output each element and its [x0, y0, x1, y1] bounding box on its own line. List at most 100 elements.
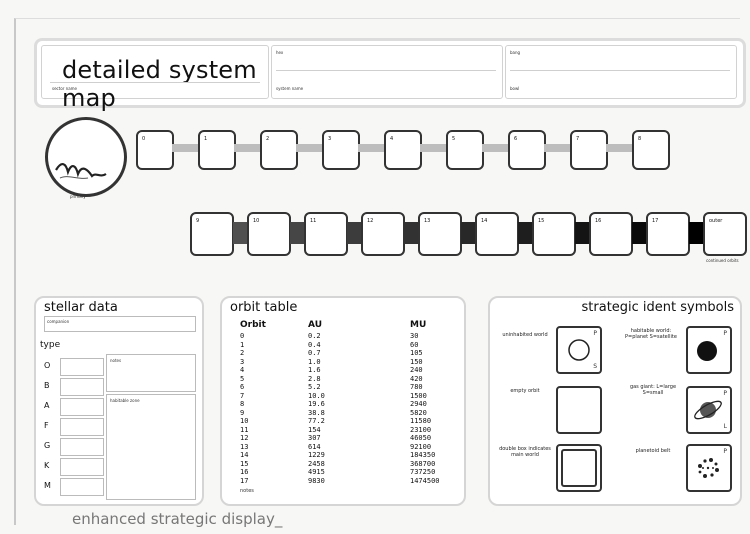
stellar-type-field[interactable]	[60, 438, 104, 456]
au-cell: 77.2	[308, 417, 325, 425]
extra-cell[interactable]: bang bowl	[505, 45, 737, 99]
orbit-slot[interactable]: 3	[322, 130, 360, 170]
bang-field-label: bang	[510, 50, 520, 55]
primary-star-circle[interactable]	[45, 117, 127, 197]
notes-box[interactable]: notes	[106, 354, 196, 392]
orbit-slot-number: 6	[514, 136, 517, 142]
mu-cell: 1500	[410, 392, 427, 400]
orbit-slot[interactable]: 12	[361, 212, 405, 256]
uninhabited-world-label: uninhabited world	[496, 332, 554, 338]
orbit-gap-connector	[632, 222, 646, 244]
orbit-slot-number: 1	[204, 136, 207, 142]
orbit-slot[interactable]: 1	[198, 130, 236, 170]
orbit-cell: 3	[240, 358, 244, 366]
orbit-gap-connector	[234, 144, 260, 152]
orbit-slot[interactable]: 0	[136, 130, 174, 170]
orbit-cell: 7	[240, 392, 244, 400]
header-panel: detailed system map sector name hex syst…	[34, 38, 746, 108]
mu-cell: 11580	[410, 417, 431, 425]
orbit-slot-number: 14	[481, 218, 487, 224]
stellar-type-field[interactable]	[60, 378, 104, 396]
orbit-slot[interactable]: 14	[475, 212, 519, 256]
type-header: type	[40, 340, 60, 350]
orbit-slot[interactable]: 15	[532, 212, 576, 256]
orbit-slot[interactable]: 7	[570, 130, 608, 170]
stellar-type-field[interactable]	[60, 458, 104, 476]
empty-orbit-symbol[interactable]	[556, 386, 602, 434]
orbit-slot-number: 13	[424, 218, 430, 224]
stellar-type-label: G	[44, 441, 50, 450]
row2-note: continued orbits	[706, 258, 739, 263]
orbit-cell: 6	[240, 383, 244, 391]
orbit-slot[interactable]: 13	[418, 212, 462, 256]
orbit-slot-number: 7	[576, 136, 579, 142]
companion-field[interactable]: companion	[44, 316, 196, 332]
orbit-slot[interactable]: 9	[190, 212, 234, 256]
empty-orbit-icon	[558, 388, 600, 432]
stellar-type-field[interactable]	[60, 398, 104, 416]
au-cell: 10.0	[308, 392, 325, 400]
orbit-slot[interactable]: 2	[260, 130, 298, 170]
orbit-col-header: Orbit	[240, 320, 266, 330]
orbit-slot[interactable]: 17	[646, 212, 690, 256]
au-cell: 307	[308, 434, 321, 442]
orbit-gap-connector	[358, 144, 384, 152]
orbit-slot[interactable]: 10	[247, 212, 291, 256]
mu-cell: 420	[410, 375, 423, 383]
gas-giant-label: gas giant: L=large S=small	[624, 384, 682, 396]
orbit-slot[interactable]: 8	[632, 130, 670, 170]
au-cell: 1.0	[308, 358, 321, 366]
orbit-slot[interactable]: 5	[446, 130, 484, 170]
orbit-cell: 5	[240, 375, 244, 383]
orbit-slot[interactable]: 16	[589, 212, 633, 256]
orbit-cell: 15	[240, 460, 248, 468]
au-cell: 38.8	[308, 409, 325, 417]
mu-cell: 1474500	[410, 477, 440, 485]
gas-giant-symbol[interactable]: P L	[686, 386, 732, 434]
orbit-cell: 9	[240, 409, 244, 417]
habitable-zone-box[interactable]: habitable zone	[106, 394, 196, 500]
main-world-label: double box indicates main world	[496, 446, 554, 458]
mu-col-header: MU	[410, 320, 426, 330]
orbit-slot-number: 16	[595, 218, 601, 224]
orbit-slot-number: 5	[452, 136, 455, 142]
orbit-slot[interactable]: 11	[304, 212, 348, 256]
mu-cell: 737250	[410, 468, 435, 476]
stellar-type-label: O	[44, 361, 50, 370]
mu-cell: 23100	[410, 426, 431, 434]
orbit-cell: 4	[240, 366, 244, 374]
main-world-symbol[interactable]	[556, 444, 602, 492]
orbit-cell: 14	[240, 451, 248, 459]
au-cell: 0.2	[308, 332, 321, 340]
stellar-type-field[interactable]	[60, 418, 104, 436]
uninhabited-world-symbol[interactable]: P S	[556, 326, 602, 374]
au-cell: 154	[308, 426, 321, 434]
system-cell[interactable]: hex system name	[271, 45, 503, 99]
au-cell: 19.6	[308, 400, 325, 408]
orbit-cell: 2	[240, 349, 244, 357]
orbit-table-footer: notes	[240, 488, 254, 494]
stellar-type-label: F	[44, 421, 49, 430]
stellar-type-field[interactable]	[60, 358, 104, 376]
orbit-table-title: orbit table	[230, 300, 297, 315]
planetoid-belt-symbol[interactable]: P	[686, 444, 732, 492]
orbit-cell: 13	[240, 443, 248, 451]
orbit-slot[interactable]: 4	[384, 130, 422, 170]
mu-cell: 240	[410, 366, 423, 374]
orbit-slot-number: 2	[266, 136, 269, 142]
habitable-world-symbol[interactable]: P	[686, 326, 732, 374]
mu-cell: 780	[410, 383, 423, 391]
star-scribble-icon	[48, 120, 124, 194]
orbit-slot[interactable]: outer	[703, 212, 747, 256]
bowl-field-label: bowl	[510, 86, 519, 91]
stellar-type-field[interactable]	[60, 478, 104, 496]
orbit-cell: 12	[240, 434, 248, 442]
au-cell: 9830	[308, 477, 325, 485]
symbols-panel: strategic ident symbols uninhabited worl…	[488, 296, 742, 506]
mu-cell: 46050	[410, 434, 431, 442]
mu-cell: 60	[410, 341, 418, 349]
orbit-slot-number: 4	[390, 136, 393, 142]
orbit-slot[interactable]: 6	[508, 130, 546, 170]
mu-cell: 105	[410, 349, 423, 357]
